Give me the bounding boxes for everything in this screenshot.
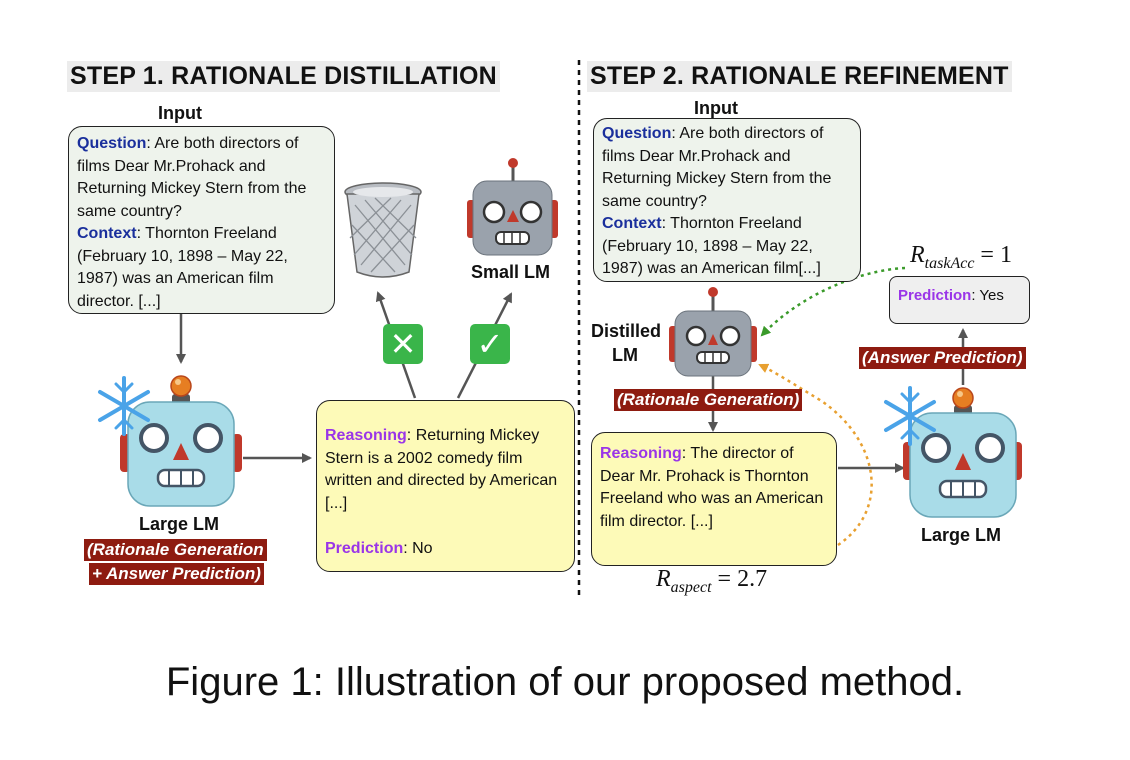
snowflake-icon	[98, 376, 150, 436]
r-aspect-formula: Raspect = 2.7	[656, 566, 767, 597]
step2-prediction-box: Prediction: Yes	[889, 276, 1030, 324]
r-aspect-subscript: aspect	[670, 578, 712, 596]
distilled-lm-label-line1: Distilled	[591, 321, 662, 341]
question-label-step2: Question	[602, 125, 672, 142]
r-aspect-value: = 2.7	[711, 566, 768, 592]
context-text: : Thornton Freeland (February 10, 1898 –…	[77, 225, 288, 310]
large-lm-robot-icon-step2	[903, 387, 1022, 518]
question-text-step2: : Are both directors of films Dear Mr.Pr…	[602, 125, 832, 210]
context-text-step2: : Thornton Freeland (February 10, 1898 –…	[602, 215, 821, 277]
large-lm-robot-icon	[120, 375, 242, 507]
reject-icon: ✕	[383, 324, 423, 364]
distilled-lm-robot-icon	[669, 287, 757, 377]
step2-title: STEP 2. RATIONALE REFINEMENT	[587, 61, 1012, 92]
reward-task-arrow	[760, 266, 906, 337]
small-lm-label: Small LM	[471, 262, 551, 282]
step1-input-label: Input	[158, 103, 202, 123]
reasoning-text-step2: : The director of Dear Mr. Prohack is Th…	[600, 445, 824, 530]
answer-prediction-tag: (Answer Prediction)	[859, 347, 1026, 369]
r-aspect-symbol: R	[656, 566, 671, 592]
step1-reasoning-box: Reasoning: Returning Mickey Stern is a 2…	[316, 400, 575, 572]
step1-input-box: Question: Are both directors of films De…	[68, 126, 335, 314]
large-lm-tag-line1: (Rationale Generation	[84, 539, 267, 561]
step2-input-label: Input	[694, 98, 738, 118]
trash-can-icon	[344, 182, 422, 278]
large-lm-tag-line2: + Answer Prediction)	[89, 563, 264, 585]
accept-icon: ✓	[470, 324, 510, 364]
prediction-text: : No	[403, 539, 433, 557]
question-text: : Are both directors of films Dear Mr.Pr…	[77, 135, 307, 220]
figure-caption: Figure 1: Illustration of our proposed m…	[165, 660, 965, 704]
reasoning-text: : Returning Mickey Stern is a 2002 comed…	[325, 427, 558, 512]
r-task-value: = 1	[974, 242, 1012, 268]
snowflake-icon-step2	[884, 386, 936, 446]
context-label-step2: Context	[602, 215, 662, 232]
reasoning-label-step2: Reasoning	[600, 445, 682, 462]
prediction-label: Prediction	[325, 539, 404, 557]
r-task-subscript: taskAcc	[924, 254, 975, 272]
step2-input-box: Question: Are both directors of films De…	[593, 118, 861, 282]
prediction-label-step2: Prediction	[898, 287, 972, 304]
question-label: Question	[77, 135, 147, 152]
prediction-text-step2: : Yes	[971, 287, 1004, 304]
r-task-formula: RtaskAcc = 1	[910, 242, 1012, 273]
step1-title: STEP 1. RATIONALE DISTILLATION	[67, 61, 500, 92]
reward-aspect-arrow	[758, 363, 873, 547]
step2-reasoning-box: Reasoning: The director of Dear Mr. Proh…	[591, 432, 837, 566]
reasoning-label: Reasoning	[325, 427, 407, 444]
small-lm-robot-icon	[467, 158, 558, 256]
large-lm-label: Large LM	[139, 514, 220, 534]
distilled-lm-label-line2: LM	[612, 345, 638, 365]
rationale-generation-tag: (Rationale Generation)	[614, 389, 803, 411]
r-task-symbol: R	[910, 242, 925, 268]
large-lm-label-step2: Large LM	[921, 525, 1002, 545]
context-label: Context	[77, 225, 137, 242]
